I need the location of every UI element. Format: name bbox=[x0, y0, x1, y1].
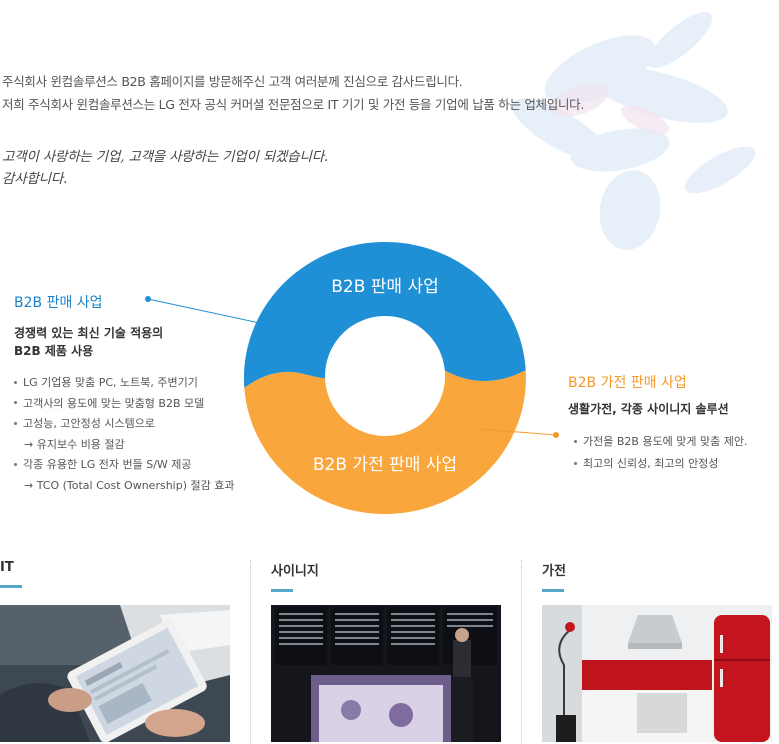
signage-board-photo[interactable] bbox=[271, 605, 501, 742]
intro-line-2: 저희 주식회사 윈컴솔루션스는 LG 전자 공식 커머셜 전문점으로 IT 기기… bbox=[2, 97, 585, 112]
list-item: 가전을 B2B 용도에 맞게 맞춤 제안. bbox=[574, 431, 748, 453]
category-appliance-title: 가전 bbox=[542, 564, 566, 579]
intro-line-1: 주식회사 윈컴솔루션스 B2B 홈페이지를 방문해주신 고객 여러분께 진심으로… bbox=[2, 74, 463, 89]
b2b-appliance-panel: B2B 가전 판매 사업 생활가전, 각종 사이니지 솔루션 가전을 B2B 용… bbox=[568, 372, 748, 475]
category-underline bbox=[271, 589, 293, 592]
donut-bottom-label: B2B 가전 판매 사업 bbox=[312, 455, 458, 475]
category-underline bbox=[542, 589, 564, 592]
decorative-flower-background bbox=[511, 12, 756, 250]
subtitle-line-2: B2B 제품 사용 bbox=[14, 344, 94, 358]
intro-text: 주식회사 윈컴솔루션스 B2B 홈페이지를 방문해주신 고객 여러분께 진심으로… bbox=[2, 70, 584, 116]
b2b-appliance-subtitle: 생활가전, 각종 사이니지 솔루션 bbox=[568, 402, 729, 416]
kitchen-refrigerator-photo[interactable] bbox=[542, 605, 772, 742]
greeting-line-2: 감사합니다. bbox=[2, 171, 68, 187]
category-appliance[interactable]: 가전 bbox=[542, 560, 566, 592]
divider bbox=[521, 560, 522, 744]
category-signage[interactable]: 사이니지 bbox=[271, 560, 319, 592]
b2b-sales-bullets: LG 기업용 맞춤 PC, 노트북, 주변기기 고객사의 용도에 맞는 맞춤형 … bbox=[14, 373, 234, 496]
divider bbox=[250, 560, 251, 744]
donut-segment-orange bbox=[244, 359, 526, 514]
donut-top-label: B2B 판매 사업 bbox=[331, 277, 439, 297]
greeting-line-1: 고객이 사랑하는 기업, 고객을 사랑하는 기업이 되겠습니다. bbox=[2, 149, 329, 165]
list-item: 고객사의 용도에 맞는 맞춤형 B2B 모델 bbox=[14, 394, 234, 415]
list-item: 고성능, 고안정성 시스템으로 bbox=[14, 414, 234, 435]
category-underline bbox=[0, 585, 22, 588]
category-signage-title: 사이니지 bbox=[271, 564, 319, 579]
b2b-sales-subtitle: 경쟁력 있는 최신 기술 적용의 B2B 제품 사용 bbox=[14, 324, 234, 360]
list-item: LG 기업용 맞춤 PC, 노트북, 주변기기 bbox=[14, 373, 234, 394]
tablet-photo[interactable] bbox=[0, 605, 230, 742]
list-item: 각종 유용한 LG 전자 번들 S/W 제공 bbox=[14, 455, 234, 476]
subtitle-line-1: 경쟁력 있는 최신 기술 적용의 bbox=[14, 326, 164, 340]
donut-segment-blue bbox=[244, 242, 526, 388]
list-item: → 유지보수 비용 절감 bbox=[24, 437, 125, 451]
b2b-sales-panel: B2B 판매 사업 경쟁력 있는 최신 기술 적용의 B2B 제품 사용 LG … bbox=[14, 292, 234, 496]
b2b-appliance-title: B2B 가전 판매 사업 bbox=[568, 375, 687, 391]
handwritten-greeting: 고객이 사랑하는 기업, 고객을 사랑하는 기업이 되겠습니다. 감사합니다. bbox=[2, 146, 328, 190]
category-it[interactable]: IT bbox=[0, 560, 22, 588]
category-it-title: IT bbox=[0, 560, 14, 575]
list-item: 최고의 신뢰성, 최고의 안정성 bbox=[574, 453, 748, 475]
list-item: → TCO (Total Cost Ownership) 절감 효과 bbox=[24, 478, 235, 492]
business-donut-chart bbox=[244, 242, 526, 514]
b2b-sales-title: B2B 판매 사업 bbox=[14, 295, 103, 311]
b2b-appliance-bullets: 가전을 B2B 용도에 맞게 맞춤 제안. 최고의 신뢰성, 최고의 안정성 bbox=[574, 431, 748, 475]
